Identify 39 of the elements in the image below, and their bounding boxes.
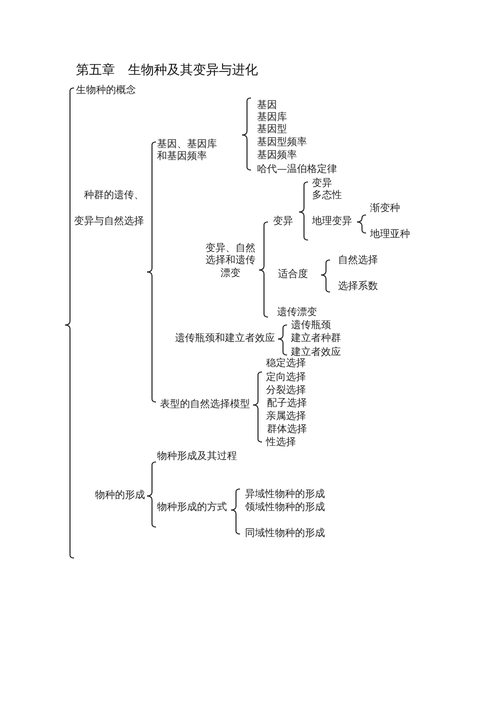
outline-text: 物种形成及其过程 bbox=[157, 451, 237, 463]
outline-text: 自然选择 bbox=[338, 255, 378, 267]
outline-text: 地理亚种 bbox=[370, 229, 410, 241]
outline-text: 哈代—温伯格定律 bbox=[257, 164, 337, 176]
outline-text: 领域性物种的形成 bbox=[245, 502, 325, 514]
outline-text: 变异 bbox=[312, 178, 332, 190]
outline-text: 表型的自然选择模型 bbox=[160, 399, 250, 411]
outline-text: 地理变异 bbox=[312, 216, 352, 228]
outline-text: 物种的形成 bbox=[95, 490, 145, 502]
outline-text: 变异 bbox=[273, 216, 293, 228]
outline-text: 遗传瓶颈和建立者效应 bbox=[175, 333, 275, 345]
outline-text: 基因频率 bbox=[257, 150, 297, 162]
outline-text: 基因 bbox=[257, 100, 277, 112]
outline-text: 配子选择 bbox=[267, 398, 307, 410]
outline-text: 物种形成的方式 bbox=[157, 502, 227, 514]
outline-text: 基因型频率 bbox=[257, 137, 307, 149]
outline-text: 同域性物种的形成 bbox=[245, 528, 325, 540]
outline-text: 异域性物种的形成 bbox=[245, 489, 325, 501]
outline-text: 种群的遗传、变异与自然选择 bbox=[74, 188, 145, 229]
outline-text: 生物种的概念 bbox=[76, 85, 136, 97]
outline-text: 基因型 bbox=[257, 124, 287, 136]
outline-text: 适合度 bbox=[278, 269, 308, 281]
outline-text: 变异、自然选择和遗传漂变 bbox=[205, 242, 256, 280]
outline-text: 遗传瓶颈 bbox=[291, 320, 331, 332]
outline-text: 多态性 bbox=[312, 190, 342, 202]
outline-text: 选择系数 bbox=[338, 281, 378, 293]
chapter-title: 第五章 生物种及其变异与进化 bbox=[76, 63, 258, 79]
outline-text: 基因库 bbox=[257, 112, 287, 124]
outline-text: 基因、基因库和基因频率 bbox=[157, 138, 218, 164]
outline-text: 建立者效应 bbox=[291, 347, 341, 358]
outline-text: 亲属选择 bbox=[266, 411, 306, 423]
outline-text: 稳定选择 bbox=[266, 358, 306, 370]
outline-text: 遗传漂变 bbox=[277, 307, 317, 319]
outline-text: 性选择 bbox=[266, 437, 296, 449]
outline-text: 建立者种群 bbox=[291, 333, 341, 345]
outline-text: 渐变种 bbox=[370, 203, 400, 215]
outline-text: 分裂选择 bbox=[266, 385, 306, 397]
outline-text: 定向选择 bbox=[266, 372, 306, 384]
outline-text: 群体选择 bbox=[267, 424, 307, 436]
